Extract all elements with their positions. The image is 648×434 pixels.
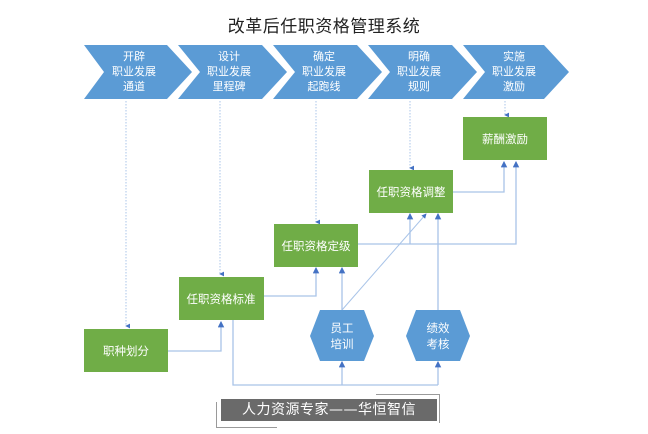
chevron-c4-line2: 职业发展: [397, 64, 441, 78]
connector-training-to-adjustment: [341, 213, 427, 311]
chevron-c5-line3: 激励: [503, 79, 525, 93]
connector-standard-to-grading: [264, 266, 320, 297]
box-compensation-incentive[interactable]: 薪酬激励: [463, 117, 547, 160]
connector-job-classification-to-standard: [168, 320, 225, 352]
chevron-c5[interactable]: 实施 职业发展 激励: [463, 45, 569, 99]
footer-decoration-top-right: [376, 394, 440, 423]
connector-adjustment-to-incentive: [453, 160, 508, 193]
chevron-c2-line3: 里程碑: [213, 80, 246, 93]
hexagon-employee-training[interactable]: 员工 培训: [310, 310, 374, 361]
hexagon-employee-training-line1: 员工: [331, 321, 354, 335]
footer-banner: 人力资源专家——华恒智信: [221, 399, 437, 421]
chevron-c4[interactable]: 明确 职业发展 规则: [368, 45, 477, 99]
connector-standard-to-hexagons: [232, 320, 438, 386]
box-job-classification-label: 职种划分: [103, 344, 149, 358]
footer-decoration-bottom-left: [216, 402, 277, 428]
chevron-c1-line2: 职业发展: [112, 64, 156, 78]
chevron-c3-line1: 确定: [313, 49, 335, 63]
chevron-c2[interactable]: 设计 职业发展 里程碑: [178, 45, 287, 99]
chevron-row: 开辟 职业发展 通道 设计 职业发展 里程碑 确定 职业发展 起跑线 明确 职业…: [84, 45, 569, 99]
box-qualification-standard-label: 任职资格标准: [187, 292, 256, 306]
box-compensation-incentive-label: 薪酬激励: [482, 132, 528, 146]
box-qualification-grading[interactable]: 任职资格定级: [274, 224, 358, 267]
chevron-c4-line3: 规则: [408, 79, 430, 93]
diagram-title: 改革后任职资格管理系统: [227, 17, 421, 37]
hexagon-performance-appraisal-line1: 绩效: [427, 321, 450, 335]
chevron-c3-line2: 职业发展: [302, 64, 346, 78]
dotted-connectors: [125, 101, 510, 329]
box-job-classification[interactable]: 职种划分: [84, 329, 168, 372]
box-qualification-adjustment[interactable]: 任职资格调整: [369, 170, 453, 213]
chevron-c1-line1: 开辟: [123, 49, 145, 63]
chevron-c5-line2: 职业发展: [492, 64, 536, 78]
box-qualification-grading-label: 任职资格定级: [282, 239, 351, 253]
chevron-c1[interactable]: 开辟 职业发展 通道: [84, 45, 192, 99]
chevron-c1-line3: 通道: [123, 79, 145, 93]
chevron-c4-line1: 明确: [408, 50, 430, 63]
chevron-c2-line1: 设计: [218, 50, 240, 63]
hexagon-performance-appraisal[interactable]: 绩效 考核: [406, 310, 470, 361]
chevron-c2-line2: 职业发展: [207, 64, 251, 78]
hexagon-performance-appraisal-line2: 考核: [427, 337, 450, 351]
solid-connectors: [168, 160, 520, 386]
box-qualification-standard[interactable]: 任职资格标准: [179, 277, 264, 320]
chevron-c3-line3: 起跑线: [308, 79, 341, 93]
chevron-c5-line1: 实施: [503, 49, 525, 63]
hexagon-employee-training-line2: 培训: [331, 337, 354, 351]
connector-grading-to-adjustment-and-incentive: [358, 160, 520, 245]
chevron-c3[interactable]: 确定 职业发展 起跑线: [273, 45, 382, 99]
box-qualification-adjustment-label: 任职资格调整: [377, 185, 446, 199]
